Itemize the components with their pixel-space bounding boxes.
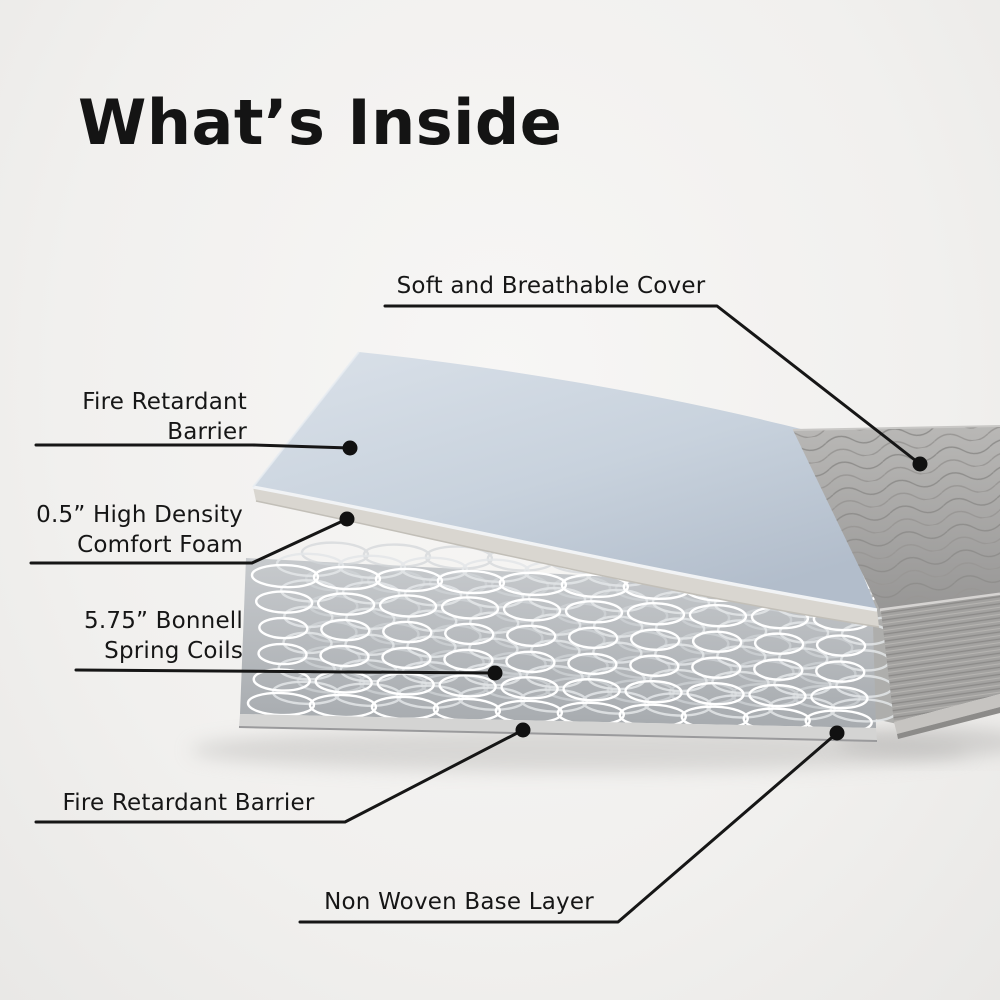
label-non-woven-base-layer: Non Woven Base Layer xyxy=(300,887,618,917)
callout-line-cover xyxy=(383,304,922,466)
quilted-cover xyxy=(792,425,1000,612)
lifted-cover-sheet xyxy=(252,351,878,612)
base-layer xyxy=(238,714,878,742)
label-bonnell-coils-line1: 5.75” Bonnell xyxy=(84,608,243,634)
page-title: What’s Inside xyxy=(78,86,563,159)
label-fire-retardant-barrier-bottom: Fire Retardant Barrier xyxy=(32,788,345,818)
label-soft-breathable-cover-text: Soft and Breathable Cover xyxy=(396,273,706,299)
callout-dot-fire-bottom xyxy=(515,722,531,738)
callout-lines xyxy=(29,304,922,924)
callout-dot-base xyxy=(829,725,845,741)
callout-dot-foam xyxy=(339,511,355,527)
callout-line-fire-bottom xyxy=(34,728,525,824)
label-fire-retardant-barrier-top: Fire Retardant Barrier xyxy=(30,387,247,447)
label-bonnell-spring-coils: 5.75” Bonnell Spring Coils xyxy=(25,606,243,666)
callout-dots xyxy=(339,440,928,741)
callout-line-foam xyxy=(29,517,349,565)
side-border-band xyxy=(881,595,1000,739)
label-fire-retardant-top-line1: Fire Retardant xyxy=(82,389,247,415)
callout-line-base xyxy=(298,731,839,924)
label-bonnell-coils-line2: Spring Coils xyxy=(104,638,243,664)
label-fire-retardant-top-line2: Barrier xyxy=(167,419,247,445)
callout-line-fire-top xyxy=(34,443,352,450)
label-comfort-foam: 0.5” High Density Comfort Foam xyxy=(25,500,243,560)
comfort-foam-layer xyxy=(253,487,880,628)
label-comfort-foam-line1: 0.5” High Density xyxy=(36,502,243,528)
label-comfort-foam-line2: Comfort Foam xyxy=(77,532,243,558)
callout-dot-fire-top xyxy=(342,440,358,456)
label-non-woven-base-text: Non Woven Base Layer xyxy=(324,889,594,915)
label-fire-retardant-bottom-text: Fire Retardant Barrier xyxy=(62,790,315,816)
callout-dot-cover xyxy=(912,456,928,472)
label-soft-breathable-cover: Soft and Breathable Cover xyxy=(368,271,734,301)
callout-line-coils xyxy=(74,668,497,675)
callout-dot-coils xyxy=(487,665,503,681)
